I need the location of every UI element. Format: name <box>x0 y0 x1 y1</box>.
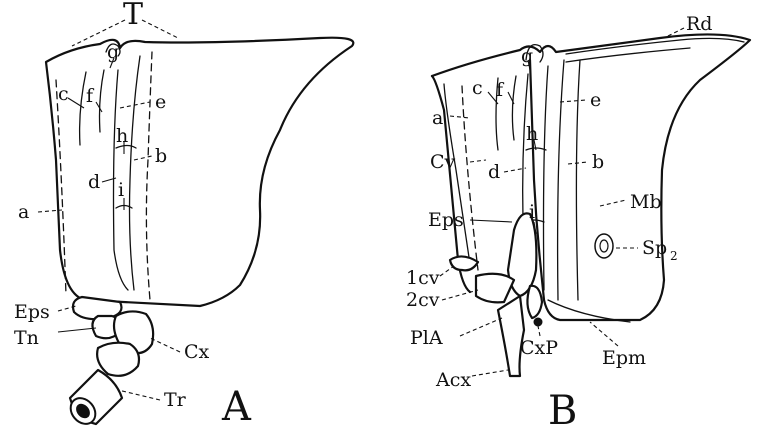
label-b-1cv: 1cv <box>406 267 440 289</box>
panel-b-coxal-point <box>534 318 542 326</box>
label-a-a: a <box>18 201 29 223</box>
label-a-f: f <box>86 85 95 107</box>
panel-b-line-e <box>558 60 564 300</box>
panel-letter-B: B <box>548 388 577 434</box>
label-b-PlA: PlA <box>410 327 443 349</box>
panel-b-pleural-arm <box>498 296 524 376</box>
panel-a-line-e-outer <box>146 52 152 300</box>
label-b-e: e <box>590 89 601 111</box>
label-a-g: g <box>107 41 119 63</box>
label-a-Tn: Tn <box>14 327 39 349</box>
panel-b-line-b <box>544 66 549 290</box>
label-a-T: T <box>123 0 143 32</box>
panel-b-line-f <box>512 76 516 140</box>
label-b-f: f <box>496 79 505 101</box>
label-a-Tr: Tr <box>164 389 187 411</box>
label-b-b: b <box>592 151 604 173</box>
panel-b-left-inner <box>444 84 470 264</box>
panel-b-1cv <box>450 256 478 270</box>
label-b-g: g <box>521 45 533 67</box>
panel-b-rd-ridge2 <box>566 48 690 62</box>
label-b-Sp-sub: 2 <box>670 249 678 263</box>
label-a-b: b <box>155 145 167 167</box>
label-a-e: e <box>155 91 166 113</box>
label-a-h: h <box>116 125 128 147</box>
panel-b-coxal-process <box>527 286 542 318</box>
label-b-i: i <box>529 201 535 223</box>
label-b-c: c <box>472 77 483 99</box>
label-b-Sp: Sp <box>642 237 667 259</box>
panel-letter-A: A <box>221 384 252 430</box>
panel-a-line-c <box>80 72 86 145</box>
label-b-2cv: 2cv <box>406 289 440 311</box>
label-b-Rd: Rd <box>686 13 712 35</box>
label-b-Acx: Acx <box>435 369 471 391</box>
panel-b-spiracle <box>595 234 613 258</box>
label-b-CxP: CxP <box>520 337 558 359</box>
panel-b-cv-dash <box>462 86 478 270</box>
panel-b-epimeron <box>548 300 630 322</box>
label-b-a: a <box>432 107 443 129</box>
label-b-h: h <box>526 123 538 145</box>
label-b-d: d <box>488 161 500 183</box>
label-b-Epm: Epm <box>602 347 646 369</box>
label-b-Cv: Cv <box>430 151 456 173</box>
label-a-d: d <box>88 171 100 193</box>
label-b-Mb: Mb <box>630 191 662 213</box>
panel-a-line-b <box>130 56 141 290</box>
label-a-c: c <box>58 83 69 105</box>
panel-b-labels: Rd g c f e a h b Cv d Mb i Eps Sp 2 1cv … <box>406 13 712 434</box>
label-a-i: i <box>118 179 124 201</box>
panel-a-line-f <box>100 70 105 132</box>
label-a-Eps: Eps <box>14 301 50 323</box>
label-a-Cx: Cx <box>184 341 210 363</box>
label-b-Eps: Eps <box>428 209 464 231</box>
panel-b-2cv <box>476 274 514 303</box>
panel-b-mb-wall <box>576 60 580 300</box>
panel-a-coxa-lower <box>97 343 139 376</box>
